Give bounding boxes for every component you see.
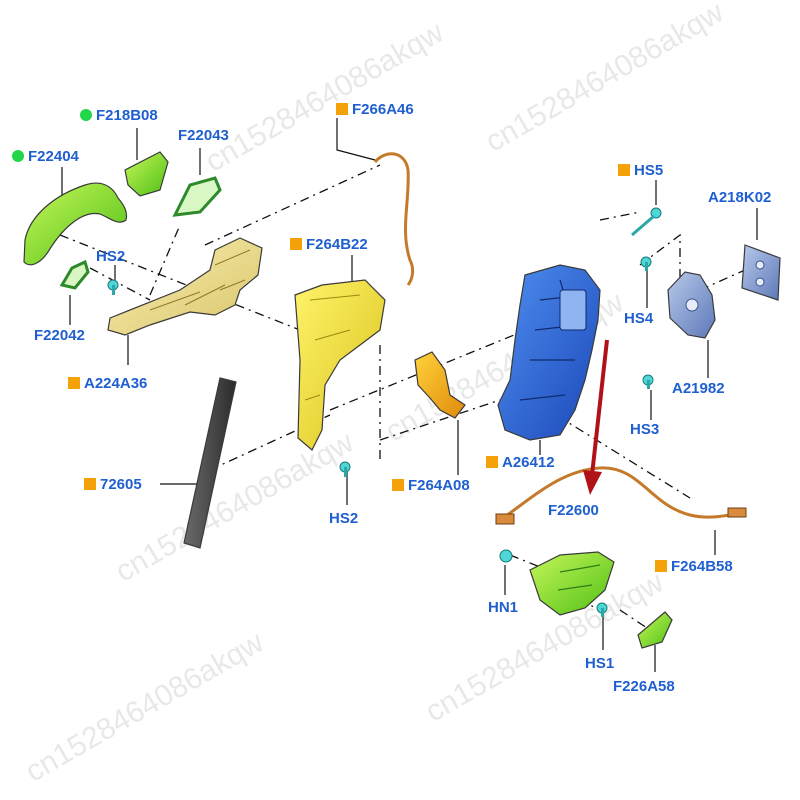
screw-hs5	[631, 207, 662, 237]
label-a26412: A26412	[486, 454, 555, 472]
bracket-detail	[149, 249, 251, 311]
screw-hs3	[642, 374, 654, 389]
plate-hole	[755, 260, 765, 270]
gasket-f22042	[59, 259, 90, 290]
label-hs5: HS5	[618, 162, 663, 180]
orange-square-icon	[68, 377, 80, 389]
cable-f264b58	[499, 466, 746, 522]
orange-square-icon	[336, 103, 348, 115]
screw-hs2-bottom	[339, 461, 351, 477]
part-f264a08	[414, 351, 466, 419]
assembly-lines	[59, 164, 746, 631]
label-f264a08: F264A08	[392, 477, 470, 495]
latch-connector	[559, 289, 587, 331]
label-a218k02: A218K02	[708, 189, 772, 206]
bracket-a224a36	[107, 237, 263, 336]
label-f264b58: F264B58	[655, 558, 733, 576]
label-hs2-bottom: HS2	[329, 510, 359, 527]
plate-a218k02	[741, 244, 781, 301]
label-f264b22: F264B22	[290, 236, 368, 254]
label-hs2-top: HS2	[96, 248, 126, 265]
orange-square-icon	[290, 238, 302, 250]
label-72605: 72605	[84, 476, 142, 494]
label-f22042: F22042	[34, 327, 85, 344]
orange-square-icon	[84, 478, 96, 490]
plate-hole	[755, 277, 765, 287]
label-f226a58: F226A58	[613, 678, 675, 695]
label-f22600: F22600	[548, 502, 599, 519]
label-a21982: A21982	[672, 380, 725, 397]
label-hs1: HS1	[585, 655, 615, 672]
label-hn1: HN1	[488, 599, 519, 616]
cable-f266a46	[373, 152, 415, 286]
inner-handle-detail	[557, 564, 601, 591]
label-f218b08: F218B08	[80, 107, 158, 125]
shield-detail	[304, 294, 361, 401]
orange-square-icon	[618, 164, 630, 176]
screw-hs1	[596, 602, 608, 617]
inner-handle-green	[529, 551, 615, 616]
label-f22043: F22043	[178, 127, 229, 144]
leader-lines	[61, 118, 758, 672]
glass-run-channel	[183, 377, 237, 549]
shield-f264b22	[294, 279, 386, 451]
cable-end	[727, 507, 747, 518]
label-f266a46: F266A46	[336, 101, 414, 119]
orange-square-icon	[486, 456, 498, 468]
label-a224a36: A224A36	[68, 375, 147, 393]
screw-hs2-top	[107, 279, 119, 295]
orange-square-icon	[392, 479, 404, 491]
nut-hn1	[499, 549, 513, 563]
gasket-f22043	[172, 176, 222, 217]
screw-hs4	[640, 256, 652, 271]
outer-handle-green	[23, 182, 128, 266]
bezel-f226a58	[637, 611, 673, 649]
striker-hole	[685, 298, 699, 312]
handle-cap-green	[124, 151, 169, 197]
label-hs4: HS4	[624, 310, 654, 327]
orange-square-icon	[655, 560, 667, 572]
label-hs3: HS3	[630, 421, 660, 438]
cable-end	[495, 513, 515, 525]
highlight-arrow	[583, 339, 609, 495]
green-dot-icon	[80, 109, 92, 121]
label-f22404: F22404	[12, 148, 79, 166]
green-dot-icon	[12, 150, 24, 162]
